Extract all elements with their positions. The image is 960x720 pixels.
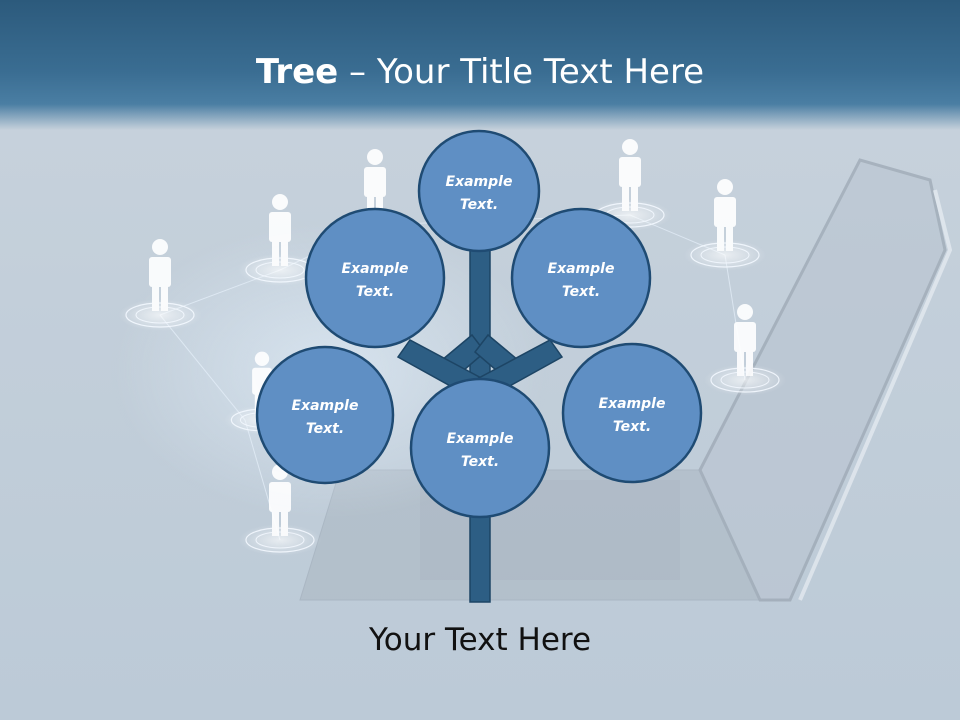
node-circle [255,345,395,485]
person-icon [238,194,322,286]
person-icon [118,239,202,331]
header-band [0,0,960,130]
node-circle [409,377,551,519]
node-circle [561,342,703,484]
node-label-line2: Text. [306,421,344,437]
node-circle [417,129,541,253]
node-label-line2: Text. [356,284,394,300]
title-bold: Tree [255,52,339,92]
person-icon [238,464,322,556]
node-label-line1: Example [292,398,359,414]
node-label-line2: Text. [562,284,600,300]
node-label-line1: Example [548,261,615,277]
person-icon [703,304,787,396]
person-icon [683,179,767,271]
node-label-line2: Text. [460,197,498,213]
node-circle [304,207,446,349]
node-label-line1: Example [342,261,409,277]
caption-text: Your Text Here [368,622,592,658]
node-label-line2: Text. [613,419,651,435]
slide-title: Tree – Your Title Text Here [0,52,960,92]
tree-nodes: ExampleText.ExampleText.ExampleText.Exam… [255,129,703,519]
node-label-line1: Example [447,431,514,447]
node-label-line1: Example [599,396,666,412]
title-rest: – Your Title Text Here [338,52,705,92]
node-label-line1: Example [446,174,513,190]
node-circle [510,207,652,349]
node-label-line2: Text. [461,454,499,470]
